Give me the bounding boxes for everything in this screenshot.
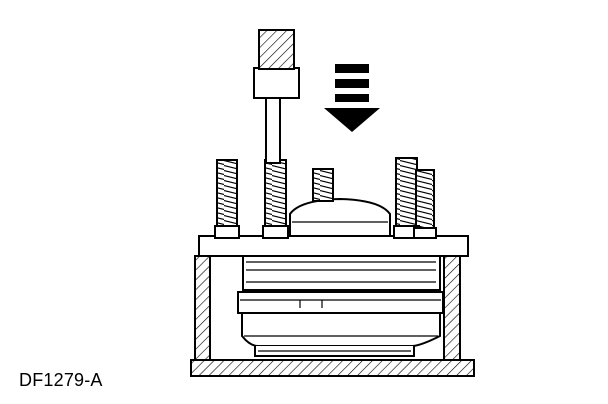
stud-collars <box>214 225 437 239</box>
center-stud <box>312 168 334 202</box>
base-plate <box>190 359 475 377</box>
hub-cap <box>289 197 391 237</box>
figure-id-label: DF1279-A <box>19 370 103 390</box>
left-support-wall <box>194 255 211 361</box>
press-rod <box>265 96 281 164</box>
press-head <box>258 29 295 70</box>
press-tool <box>253 29 300 164</box>
press-body <box>253 67 300 99</box>
right-support-wall <box>443 255 461 361</box>
hub-body <box>237 255 444 357</box>
down-arrow-icon <box>324 64 380 132</box>
